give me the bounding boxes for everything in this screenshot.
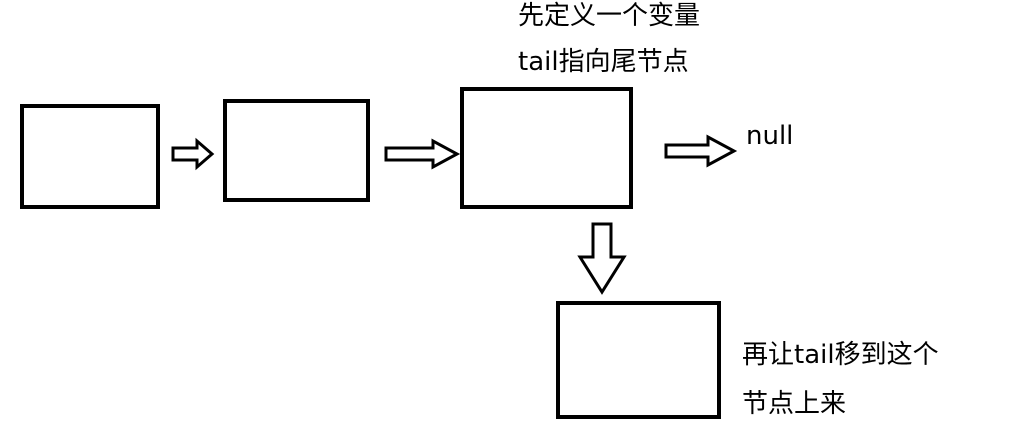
arrow-node2-to-tail	[384, 138, 461, 170]
annotation-bottom-line2: 节点上来	[742, 389, 847, 419]
annotation-top-line2: tail指向尾节点	[518, 47, 689, 77]
list-node-2	[223, 99, 370, 202]
annotation-top-line1: 先定义一个变量	[518, 1, 701, 31]
list-node-tail	[460, 87, 633, 209]
list-node-new	[556, 301, 721, 419]
annotation-bottom-line1: 再让tail移到这个	[742, 340, 939, 370]
null-label: null	[746, 121, 794, 151]
arrow-tail-to-new-node	[577, 222, 627, 295]
list-node-1	[20, 104, 160, 209]
arrow-tail-to-null	[664, 134, 738, 168]
arrow-node1-to-node2	[171, 137, 215, 171]
